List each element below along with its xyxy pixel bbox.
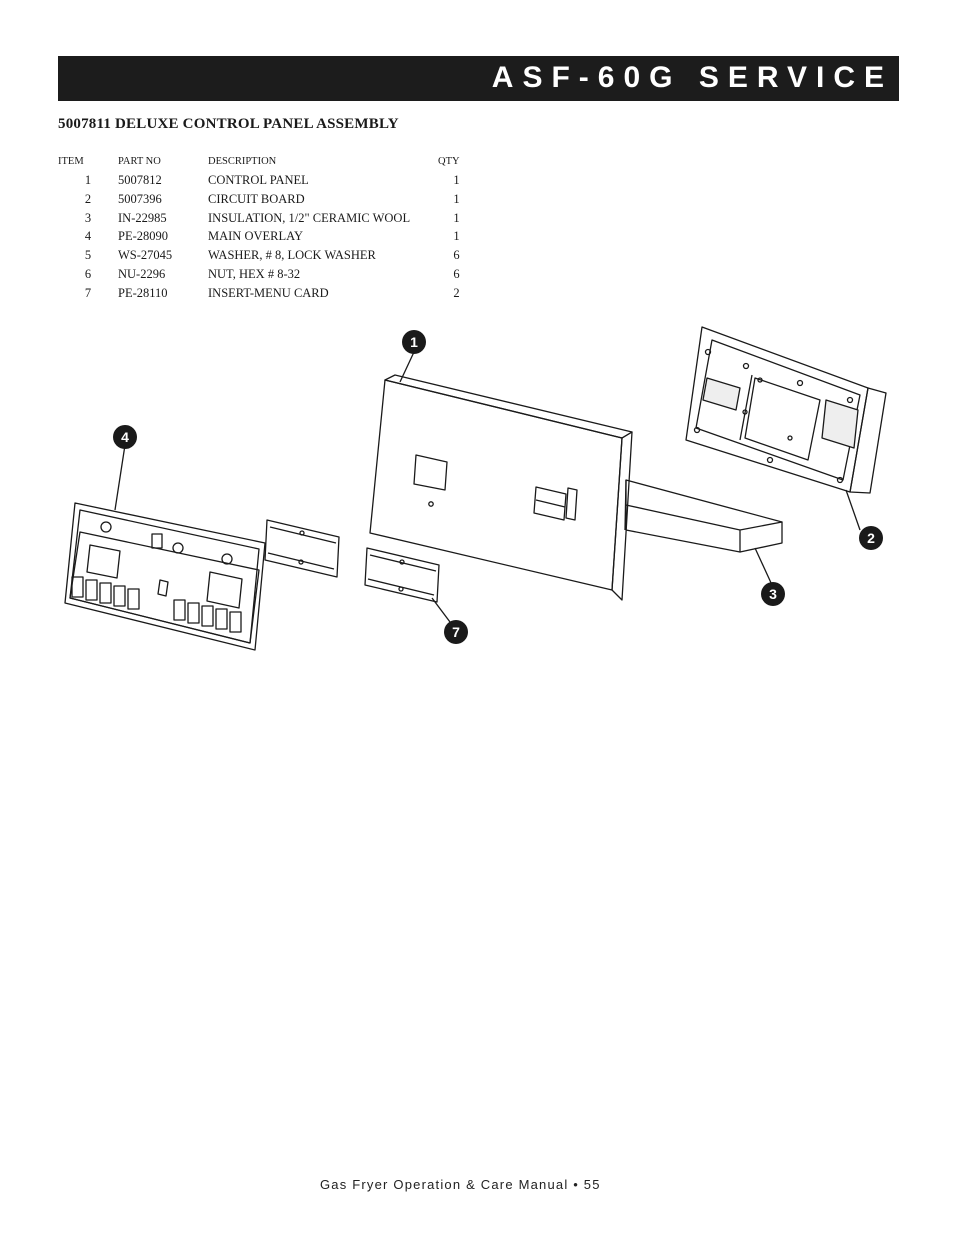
menu-card-insert-right	[364, 547, 440, 603]
cell-part-no: IN-22985	[118, 210, 167, 225]
menu-card-insert-left	[264, 519, 340, 578]
cell-description: CIRCUIT BOARD	[208, 191, 305, 206]
callout-label: 4	[121, 429, 129, 445]
insulation-block	[624, 479, 783, 553]
parts-table: ITEM PART NO DESCRIPTION QTY 1 5007812 C…	[58, 156, 460, 305]
cell-description: CONTROL PANEL	[208, 173, 309, 187]
cell-description: WASHER, # 8, LOCK WASHER	[208, 248, 376, 263]
circuit-board-enclosure	[685, 326, 887, 494]
callout-label: 1	[410, 334, 418, 350]
callout-4: 4	[113, 425, 137, 449]
cell-item: 3	[84, 210, 92, 225]
cell-qty: 6	[453, 248, 460, 263]
cell-qty: 1	[453, 229, 460, 244]
callout-3: 3	[761, 582, 785, 606]
header-bar: ASF-60G SERVICE	[58, 56, 899, 101]
section-title: 5007811 DELUXE CONTROL PANEL ASSEMBLY	[58, 116, 399, 132]
cell-item: 5	[84, 248, 92, 263]
table-header-row: ITEM PART NO DESCRIPTION QTY	[58, 156, 460, 173]
cell-part-no: WS-27045	[118, 248, 173, 263]
callout-1: 1	[402, 330, 426, 354]
table-row: 4 PE-28090 MAIN OVERLAY 1	[58, 229, 460, 248]
callout-7: 7	[444, 620, 468, 644]
cell-description: MAIN OVERLAY	[208, 229, 304, 244]
cell-qty: 2	[453, 285, 460, 300]
callout-label: 3	[769, 586, 777, 602]
cell-description: INSERT-MENU CARD	[208, 285, 329, 300]
cell-part-no: 5007396	[118, 191, 162, 206]
callout-label: 2	[867, 530, 875, 546]
main-overlay	[64, 502, 266, 651]
table-row: 5 WS-27045 WASHER, # 8, LOCK WASHER 6	[58, 248, 460, 267]
page-title: ASF-60G SERVICE	[491, 61, 893, 94]
cell-part-no: NU-2296	[118, 266, 166, 281]
cell-qty: 1	[453, 191, 460, 206]
callout-label: 7	[452, 624, 460, 640]
column-header-qty: QTY	[438, 156, 460, 167]
column-header-item: ITEM	[58, 156, 84, 167]
cell-item: 4	[84, 229, 92, 244]
cell-part-no: PE-28110	[118, 285, 168, 300]
table-row: 6 NU-2296 NUT, HEX # 8-32 6	[58, 267, 460, 286]
table-row: 3 IN-22985 INSULATION, 1/2" CERAMIC WOOL…	[58, 211, 460, 230]
cell-item: 6	[84, 266, 92, 281]
control-panel-housing	[369, 374, 633, 601]
column-header-part-no: PART NO	[118, 156, 161, 167]
table-row: 7 PE-28110 INSERT-MENU CARD 2	[58, 286, 460, 305]
cell-qty: 6	[453, 266, 460, 281]
exploded-assembly-diagram: 1 4 2 3 7	[64, 326, 887, 651]
column-header-description: DESCRIPTION	[208, 156, 277, 167]
cell-qty: 1	[453, 210, 460, 225]
table-row: 1 5007812 CONTROL PANEL 1	[58, 173, 460, 192]
cell-part-no: 5007812	[118, 173, 162, 187]
cell-qty: 1	[453, 173, 460, 187]
callout-2: 2	[859, 526, 883, 550]
cell-item: 1	[84, 173, 92, 187]
cell-item: 2	[84, 191, 92, 206]
table-row: 2 5007396 CIRCUIT BOARD 1	[58, 192, 460, 211]
cell-part-no: PE-28090	[118, 229, 168, 244]
cell-item: 7	[84, 285, 92, 300]
cell-description: NUT, HEX # 8-32	[208, 266, 301, 281]
cell-description: INSULATION, 1/2" CERAMIC WOOL	[208, 210, 411, 225]
page-footer: Gas Fryer Operation & Care Manual • 55	[320, 1177, 601, 1192]
